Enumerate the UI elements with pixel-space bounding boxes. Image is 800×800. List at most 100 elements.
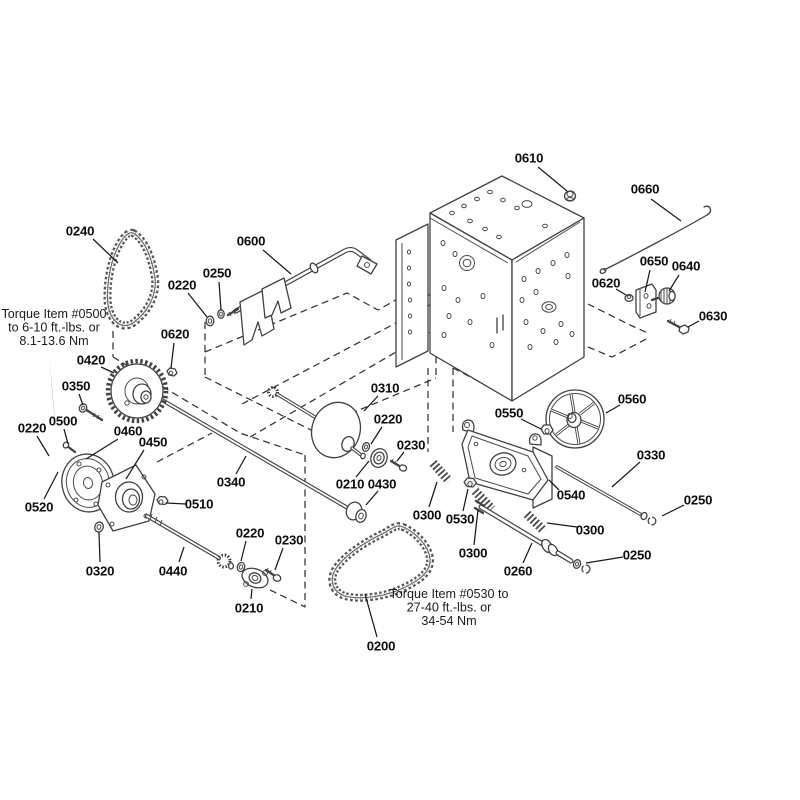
part-label: 0420 [77,353,106,368]
wheel-0560 [545,389,605,449]
leader-line [605,404,621,414]
part-label: 0550 [495,406,524,421]
part-label: 0660 [631,182,660,197]
part-label: 0350 [62,379,91,394]
washers-0250-bottom [572,559,591,574]
leader-line [365,490,379,506]
axle-0340 [148,391,348,509]
leader-line [235,455,247,475]
part-label: 0210 [235,601,264,616]
speed-control-rod-0600 [205,247,378,346]
part-label: 0530 [446,512,475,527]
part-label: 0500 [49,414,78,429]
grommet-0610 [563,190,577,202]
leader-line [178,546,185,563]
part-label: 0430 [368,477,397,492]
part-label: 0230 [397,438,426,453]
leader-line [98,531,101,563]
leader-line [274,547,284,571]
part-label: 0620 [161,327,190,342]
part-label: 0340 [217,475,246,490]
part-label: 0510 [185,497,214,512]
part-label: 0620 [592,276,621,291]
leader-line [462,488,469,512]
leader-line [443,527,459,589]
rod-0330 [555,465,657,526]
leader-lines [36,166,700,638]
leader-line [548,479,560,491]
part-label: 0520 [25,500,54,515]
knob-0640 [650,287,676,305]
part-label: 0560 [618,392,647,407]
leader-line [661,504,685,517]
hex-shaft-0440 [145,513,235,570]
collar-0430 [345,501,367,523]
part-label: 0540 [557,488,586,503]
part-label: 0210 [336,477,365,492]
leader-line [49,353,56,432]
leader-line [644,269,651,293]
leader-line [100,366,115,374]
leader-line [650,198,682,222]
part-label: 0220 [18,421,47,436]
bolt-0230-mid [389,458,408,472]
spring-0300-b [471,487,496,513]
leader-line [615,288,627,296]
part-label: 0230 [275,533,304,548]
nut-0620-right [624,293,634,303]
leader-line [63,428,69,445]
part-label: 0610 [515,151,544,166]
washer-0220-bottom [236,561,246,573]
flange-bearing-0210-bottom [241,567,269,589]
leader-line [262,249,292,275]
nut-0620-left [166,367,178,377]
part-label: 0650 [640,254,669,269]
chain-0200 [328,522,434,602]
leader-line [546,522,578,528]
leader-line [43,471,59,500]
leader-line [170,342,175,369]
sprocket-0420 [105,358,169,424]
part-label: 0630 [699,309,728,324]
leader-line [355,460,370,478]
leader-line [473,509,479,546]
leader-line [92,238,119,264]
part-label: 0300 [576,523,605,538]
friction-plate-assembly [461,419,553,509]
leader-line [520,418,542,430]
bolt-0230-bottom [264,567,282,582]
frame-housing [395,175,585,402]
leader-line [240,540,247,562]
leader-line [585,556,624,564]
part-label: 0320 [86,564,115,579]
hex-shaft-0260 [473,499,574,564]
part-label: 0220 [168,278,197,293]
gearcase-0450 [97,464,156,532]
leader-line [78,393,84,406]
part-label: 0200 [367,639,396,654]
leader-line [370,426,383,445]
part-label: 0600 [237,234,266,249]
part-label: 0260 [504,564,533,579]
washer-0220-mid [361,442,371,452]
bearing-0210-mid [370,448,388,468]
leader-line [522,542,533,564]
bolt-0630 [666,318,690,335]
part-label: 0250 [623,548,652,563]
leader-line [668,274,680,292]
leader-line [250,588,253,600]
part-label: 0310 [371,381,400,396]
leader-line [165,502,187,505]
spring-0300-c [523,510,548,535]
part-label: 0300 [459,546,488,561]
leader-line [687,320,700,328]
part-label: 0640 [672,259,701,274]
washer-0320 [94,521,104,533]
leader-line [187,292,208,318]
nut-0550 [540,424,554,435]
